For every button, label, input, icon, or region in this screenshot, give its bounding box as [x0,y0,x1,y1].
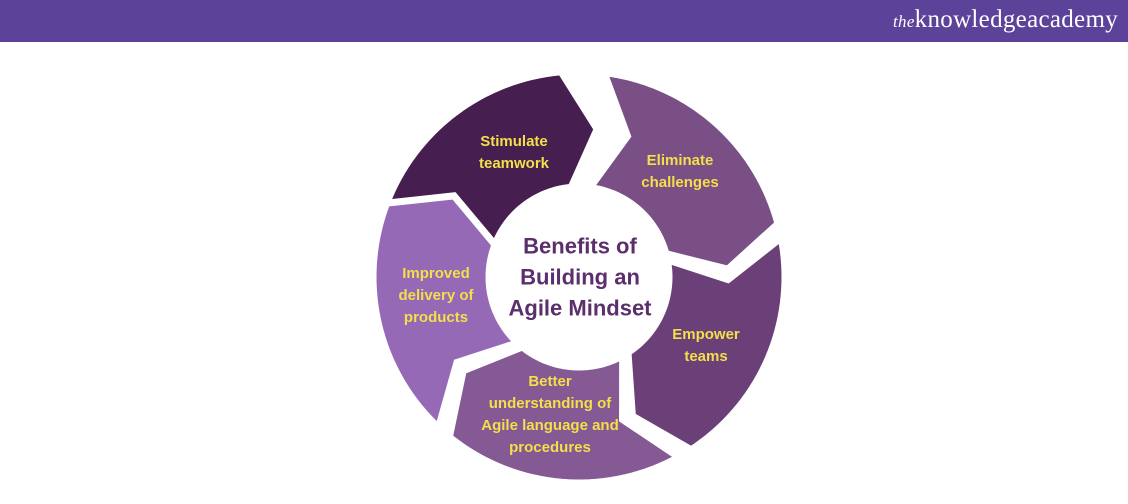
center-title: Benefits of Building an Agile Mindset [508,233,652,321]
segment-eliminate-challenges [583,68,782,274]
header-bar: theknowledgeacademy [0,0,1128,42]
brand-logo[interactable]: theknowledgeacademy [893,6,1118,33]
segment-label-better-understanding: Better understanding of Agile language a… [481,373,619,456]
segment-label-improved-delivery: Improved delivery of products [398,265,474,326]
center-circle [489,190,669,370]
segment-label-empower-teams: Empower teams [672,326,740,365]
segment-label-eliminate-challenges: Eliminate challenges [641,152,719,191]
segment-label-stimulate-teamwork: Stimulate teamwork [478,133,550,172]
